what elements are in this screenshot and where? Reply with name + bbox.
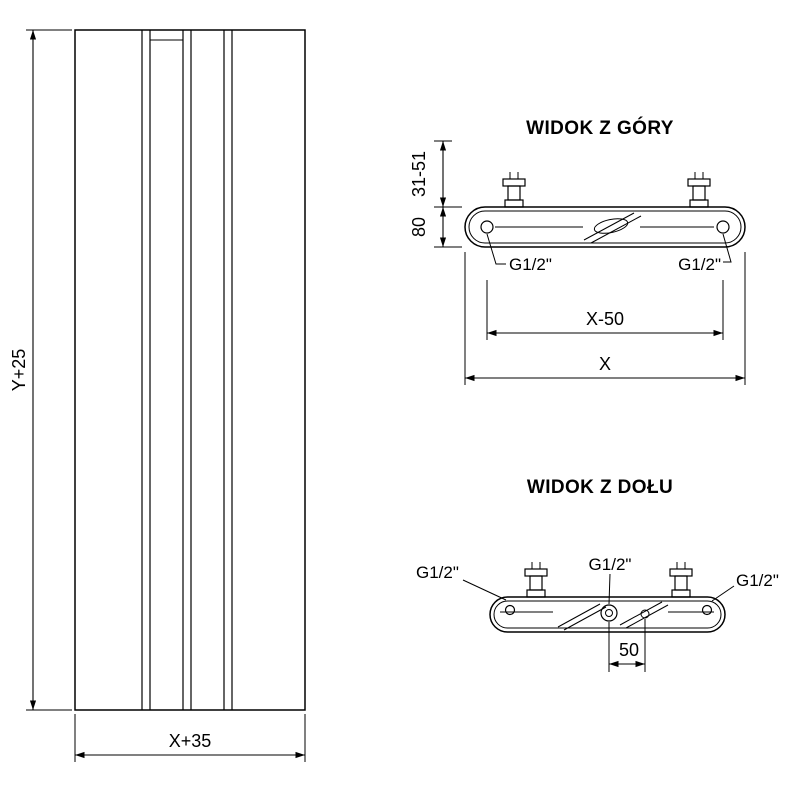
bottom-left-connection-label: G1/2" [416, 563, 507, 601]
leader-line [722, 233, 732, 263]
bottom-center-connection-label: G1/2" [589, 555, 632, 605]
bottom-right-connection-label: G1/2" [711, 571, 779, 602]
depth-dimension-label: 80 [409, 217, 429, 237]
radiator-front-outline [74, 29, 306, 711]
bottom-view: WIDOK Z DOŁU G1/2" [416, 477, 779, 672]
wall-bracket [687, 171, 711, 208]
height-dimension: Y+25 [9, 29, 72, 711]
length-dimension-label: X [599, 354, 611, 374]
top-view-body [464, 171, 746, 248]
radiator-bottom-body [489, 596, 726, 633]
radiator-top-body [464, 206, 746, 248]
radiator-panel-grooves [141, 30, 233, 710]
connection-spacing-label: X-50 [586, 309, 624, 329]
center-port-outer [600, 604, 618, 622]
connection-thread-label: G1/2" [589, 555, 632, 574]
bottom-right-connection-port [701, 604, 713, 616]
top-right-connection-label: G1/2" [678, 233, 732, 274]
front-view: Y+25 X+35 [9, 29, 306, 762]
top-view: WIDOK Z GÓRY 31-51 80 [409, 117, 746, 385]
connection-thread-label: G1/2" [509, 255, 552, 274]
center-spacing-label: 50 [619, 640, 639, 660]
connection-spacing-dimension: X-50 [486, 280, 724, 340]
top-right-connection-port [716, 220, 730, 234]
wall-bracket [524, 561, 548, 598]
center-spacing-dimension: 50 [608, 619, 646, 672]
joint-break-line [563, 606, 607, 631]
joint-break-line [625, 604, 669, 629]
connection-thread-label: G1/2" [736, 571, 779, 590]
length-dimension: X [464, 252, 746, 385]
top-left-connection-port [480, 220, 494, 234]
center-port-inner [605, 609, 613, 617]
bottom-view-body [489, 561, 726, 633]
leader-line [608, 573, 611, 605]
width-dimension-label: X+35 [169, 731, 212, 751]
leader-line [711, 585, 735, 602]
bottom-joint-detail [557, 601, 669, 631]
top-left-connection-label: G1/2" [486, 233, 552, 274]
joint-break-line [619, 601, 663, 626]
depth-dimension: 80 [409, 206, 462, 248]
wall-bracket [669, 561, 693, 598]
bottom-left-connection-port [504, 604, 516, 616]
radiator-bottom-body-inner [493, 600, 722, 629]
wall-bracket [502, 171, 526, 208]
joint-break-line [557, 603, 601, 628]
width-dimension: X+35 [74, 714, 306, 762]
joint-oval [593, 218, 629, 234]
connection-thread-label: G1/2" [416, 563, 459, 582]
height-dimension-label: Y+25 [9, 349, 29, 392]
joint-break-line [583, 212, 635, 241]
bottom-view-title: WIDOK Z DOŁU [527, 477, 673, 498]
wall-distance-dimension: 31-51 [409, 140, 452, 207]
joint-break-line [590, 215, 642, 244]
wall-distance-label: 31-51 [409, 151, 429, 197]
top-view-title: WIDOK Z GÓRY [526, 117, 674, 139]
top-center-joint-detail [583, 212, 642, 244]
leader-line [462, 579, 507, 601]
connection-thread-label: G1/2" [678, 255, 721, 274]
radiator-top-body-inner [468, 210, 742, 244]
leader-line [486, 233, 506, 265]
